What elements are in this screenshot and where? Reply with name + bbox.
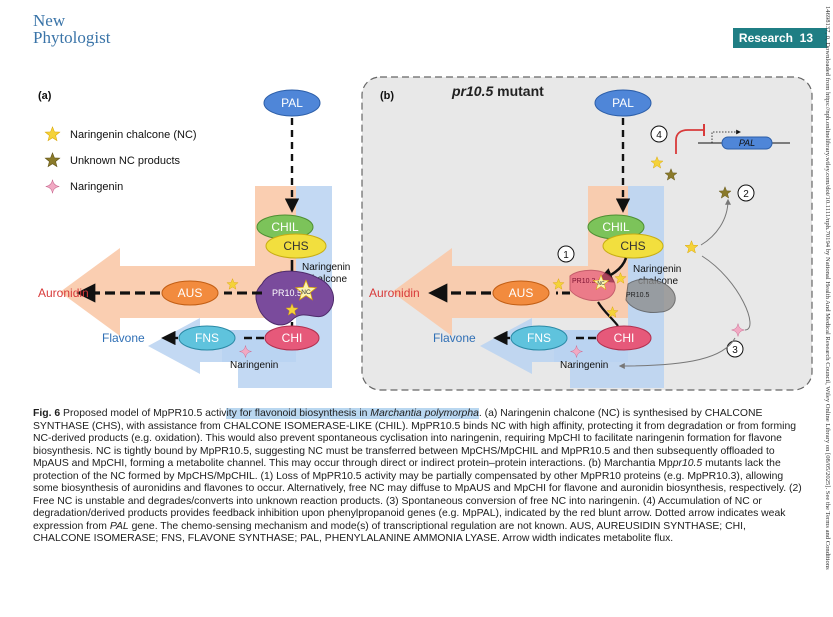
journal-logo: New Phytologist [33, 12, 110, 46]
nc-label-line2: chalcone [307, 274, 347, 285]
auronidin-label: Auronidin [38, 286, 89, 300]
fns-label: FNS [527, 331, 551, 345]
step-2-label: 2 [743, 189, 749, 200]
naringenin-label: Naringenin [560, 360, 608, 371]
caption-part-3: mutants lack the protection of the NC fo… [33, 458, 802, 532]
feedback-inhibition-arrow [675, 129, 704, 154]
step-3-label: 3 [732, 345, 738, 356]
figure-6: Naringenin chalcone (NC) Unknown NC prod… [38, 76, 813, 391]
pal-enzyme [263, 89, 321, 117]
pal-enzyme [594, 89, 652, 117]
fns-label: FNS [195, 331, 219, 345]
spontaneous-cyclisation-path [701, 255, 751, 331]
step-1-badge [557, 245, 575, 263]
pal-gene [721, 136, 773, 150]
legend-naringenin-label: Naringenin [70, 181, 123, 193]
step-4-label: 4 [656, 130, 662, 141]
aus-enzyme [161, 280, 219, 306]
section-tab: Research 13 [733, 28, 827, 48]
panel-b-title-gene: pr10.5 [451, 83, 493, 99]
caption-gene-pal: PAL [109, 520, 129, 532]
chs-enzyme [602, 233, 664, 259]
pr-to-chi-arrow [597, 301, 619, 327]
legend-unknown-label: Unknown NC products [70, 155, 181, 167]
pal-gene-label: PAL [739, 138, 755, 148]
step-1-label: 1 [563, 250, 569, 261]
auronidin-flux-band [392, 186, 628, 336]
flavone-label: Flavone [102, 331, 145, 345]
chi-label: CHI [282, 331, 303, 345]
chi-label: CHI [614, 331, 635, 345]
chs-enzyme [265, 233, 327, 259]
caption-fig-label: Fig. 6 [33, 408, 61, 419]
chs-label: CHS [620, 239, 645, 253]
pal-label: PAL [612, 96, 634, 110]
panel-b: (b) pr10.5 mutant PAL CHIL CHS Naringeni… [361, 76, 813, 391]
nc-label-line1: Naringenin [633, 264, 681, 275]
absent-pr10-5-protein [625, 278, 676, 313]
journal-name-line1: New [33, 11, 66, 30]
aus-label: AUS [178, 286, 203, 300]
section-label: Research [738, 31, 793, 45]
caption-part-4: gene. The chemo-sensing mechanism and mo… [33, 520, 746, 545]
pr10-5-label: PR10.5 [626, 292, 649, 299]
step-3-badge [726, 340, 744, 358]
fns-enzyme [178, 325, 236, 351]
nc-label-line1: Naringenin [302, 262, 350, 273]
chi-enzyme [264, 325, 320, 351]
auronidin-flux-band [60, 186, 296, 336]
caption-gene-mutant: pr10.5 [672, 458, 703, 469]
caption-highlight-text: ity for flavonoid biosynthesis in [226, 408, 371, 419]
naringenin-label: Naringenin [230, 360, 278, 371]
aus-enzyme [492, 280, 550, 306]
aus-label: AUS [509, 286, 534, 300]
fns-enzyme [510, 325, 568, 351]
pr10-5-protein [255, 270, 334, 326]
step-2-badge [737, 184, 755, 202]
bound-nc-label: NC [597, 281, 605, 287]
chil-label: CHIL [271, 220, 299, 234]
panel-b-label: (b) [380, 90, 394, 102]
unknown-product-star-icon [44, 152, 61, 168]
degradation-arrow [700, 198, 731, 246]
to-naringenin-arrow [618, 337, 736, 369]
figure-caption: Fig. 6 Proposed model of MpPR10.5 activi… [33, 408, 805, 546]
pr10-5-label: PR10.5 [272, 288, 302, 298]
chi-enzyme [596, 325, 652, 351]
chil-label: CHIL [602, 220, 630, 234]
caption-part-1: Proposed model of MpPR10.5 activ [60, 408, 227, 419]
page-number: 13 [799, 31, 813, 45]
auronidin-label: Auronidin [369, 286, 420, 300]
bound-nc-label: NC [301, 289, 311, 296]
flavone-label: Flavone [433, 331, 476, 345]
panel-b-title-rest: mutant [493, 83, 544, 99]
chs-label: CHS [283, 239, 308, 253]
legend-nc-label: Naringenin chalcone (NC) [70, 129, 197, 141]
step-4-badge [650, 125, 668, 143]
pr10-3-label: PR10.3 [572, 278, 595, 285]
caption-highlight[interactable]: ity for flavonoid biosynthesis in Marcha… [226, 408, 479, 419]
naringenin-star-icon [45, 179, 60, 194]
panel-b-title: pr10.5 mutant [451, 83, 544, 99]
legend: Naringenin chalcone (NC) Unknown NC prod… [44, 126, 197, 194]
pr10-3-protein [569, 269, 616, 301]
weak-expression-arrow [711, 129, 741, 143]
pal-label: PAL [281, 96, 303, 110]
panel-a: (a) PAL CHIL CHS Naringenin chalcone PR1… [38, 89, 350, 388]
nc-star-icon [44, 126, 61, 142]
caption-species: Marchantia polymorpha [370, 408, 479, 419]
caption-part-2: . (a) Naringenin chalcone (NC) is synthe… [33, 408, 797, 469]
journal-name-line2: Phytologist [33, 28, 111, 47]
panel-a-label: (a) [38, 90, 52, 102]
